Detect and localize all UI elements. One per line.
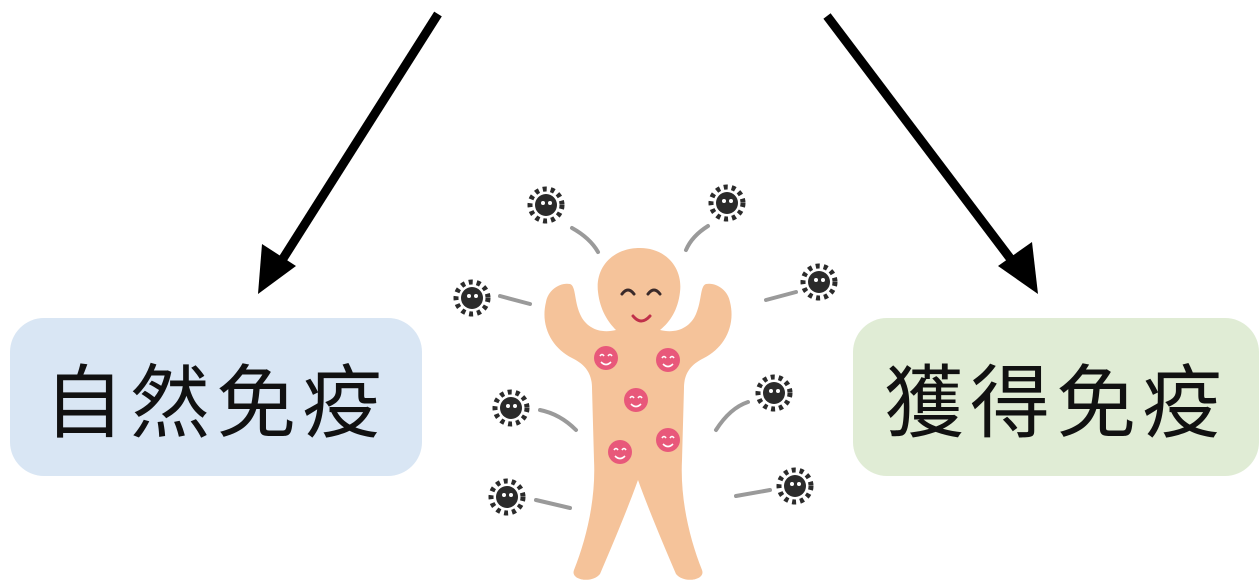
immune-cell-icon	[656, 428, 680, 452]
virus-icon	[495, 392, 527, 424]
arrow-to-adaptive-immunity	[827, 16, 1022, 274]
adaptive-immunity-box: 獲得免疫	[853, 318, 1259, 476]
immune-cell-icon	[656, 348, 680, 372]
virus-icon	[711, 187, 743, 219]
immune-cell-icon	[624, 388, 648, 412]
virus-icon	[456, 282, 488, 314]
innate-immunity-label: 自然免疫	[44, 339, 388, 455]
virus-icon	[803, 266, 835, 298]
happy-body-with-immune-cells-icon	[456, 187, 835, 580]
arrow-to-innate-immunity	[272, 14, 438, 276]
innate-immunity-box: 自然免疫	[10, 318, 422, 476]
virus-icon	[779, 470, 811, 502]
virus-icon	[530, 189, 562, 221]
body-silhouette	[544, 248, 731, 580]
immune-cell-icon	[594, 346, 618, 370]
adaptive-immunity-label: 獲得免疫	[884, 339, 1228, 455]
virus-icon	[491, 481, 523, 513]
immune-cell-icon	[608, 440, 632, 464]
virus-icon	[758, 377, 790, 409]
